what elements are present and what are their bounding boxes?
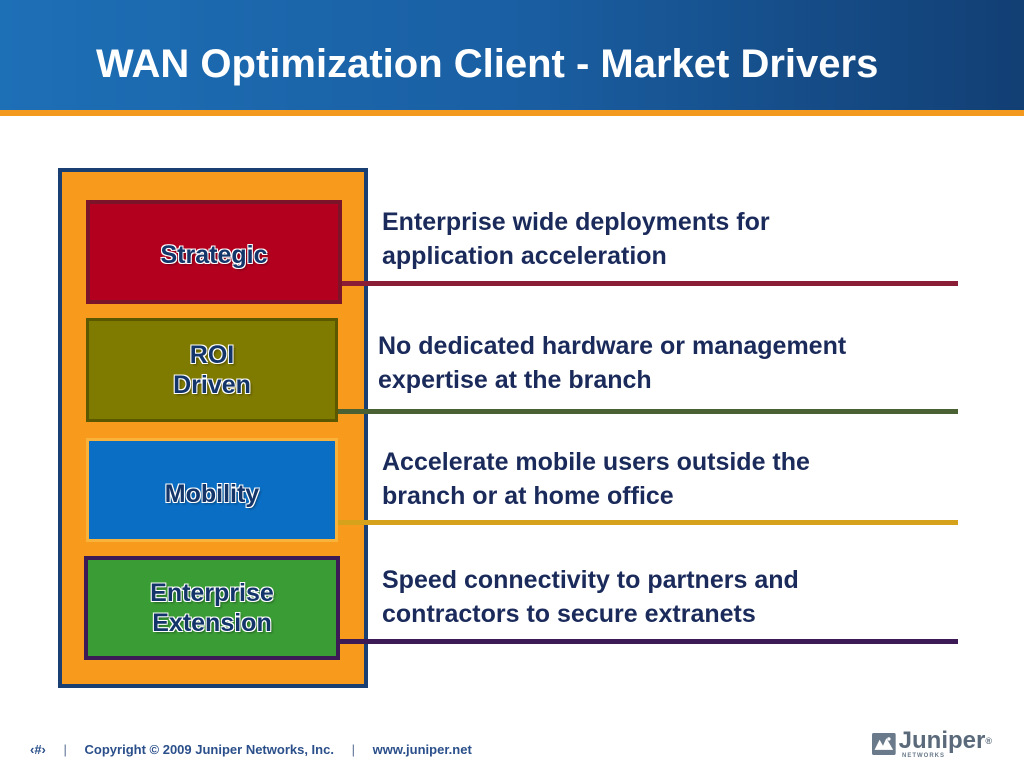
footer-copyright: Copyright © 2009 Juniper Networks, Inc.: [84, 742, 334, 757]
logo-subtext: NETWORKS: [902, 753, 945, 759]
driver-box-strategic: Strategic: [86, 200, 342, 304]
driver-description-mobility: Accelerate mobile users outside the bran…: [382, 448, 810, 510]
juniper-logo-icon: [872, 733, 896, 755]
slide-header: [0, 0, 1024, 110]
connector-line-mobility: [338, 520, 958, 525]
logo-wordmark: Juniper®: [899, 729, 992, 753]
connector-line-roi-driven: [338, 409, 958, 414]
driver-box-roi-driven: ROI Driven: [86, 318, 338, 422]
connector-line-enterprise-extension: [340, 639, 958, 644]
slide-footer: ‹#› | Copyright © 2009 Juniper Networks,…: [30, 740, 472, 760]
footer-separator: |: [351, 742, 355, 757]
page-number: ‹#›: [30, 742, 46, 757]
driver-box-mobility: Mobility: [86, 438, 338, 542]
footer-separator: |: [63, 742, 67, 757]
driver-description-enterprise-extension: Speed connectivity to partners and contr…: [382, 566, 799, 628]
driver-label: Enterprise Extension: [150, 579, 274, 637]
slide-title: WAN Optimization Client - Market Drivers: [96, 42, 879, 86]
header-accent-stripe: [0, 110, 1024, 116]
driver-box-enterprise-extension: Enterprise Extension: [84, 556, 340, 660]
connector-line-strategic: [342, 281, 958, 286]
driver-description-strategic: Enterprise wide deployments for applicat…: [382, 208, 770, 270]
driver-label: Mobility: [164, 480, 260, 508]
logo-trademark: ®: [985, 736, 992, 746]
logo-wordmark-text: Juniper: [898, 727, 986, 754]
footer-website-link[interactable]: www.juniper.net: [372, 742, 472, 757]
driver-description-roi-driven: No dedicated hardware or management expe…: [378, 332, 847, 394]
driver-label: Strategic: [160, 241, 268, 269]
driver-label: ROI Driven: [173, 341, 251, 399]
juniper-logo: Juniper® NETWORKS: [872, 728, 992, 760]
